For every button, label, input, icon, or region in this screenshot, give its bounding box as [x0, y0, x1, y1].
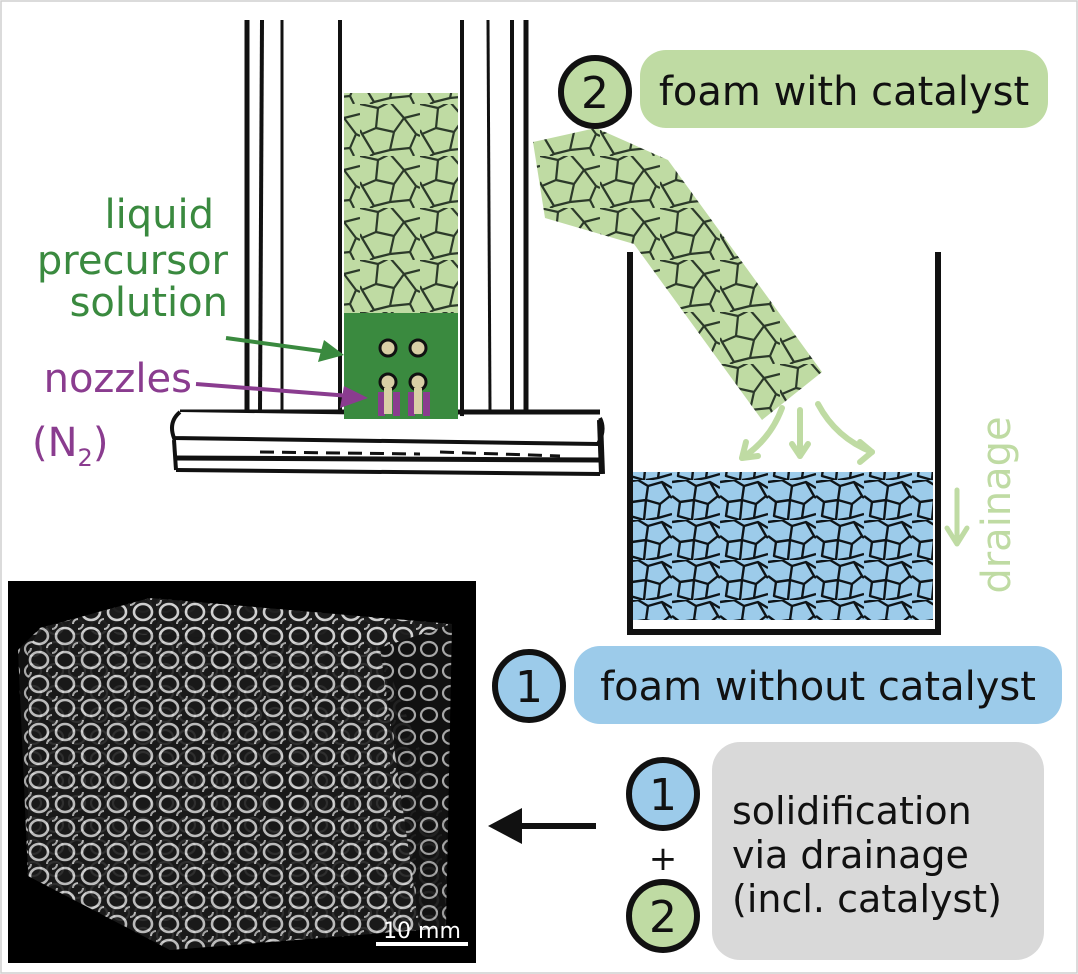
- plus-sign: +: [649, 839, 678, 879]
- scale-bar-label: 10 mm: [383, 919, 461, 944]
- beaker-foam: [633, 472, 933, 620]
- svg-text:1: 1: [515, 662, 543, 713]
- nozzles-pointer-arrow: [195, 382, 368, 408]
- liquid-label-line1: liquid: [105, 192, 214, 238]
- liquid-label-line3: solution: [70, 280, 228, 326]
- result-arrow: [488, 808, 596, 844]
- column-foam: [344, 93, 458, 313]
- badge-2-bottom: 2: [626, 879, 700, 953]
- liquid-label-line2: precursor: [37, 238, 229, 284]
- nozzles-label: nozzles: [44, 356, 192, 402]
- foam-stream: [533, 128, 822, 420]
- scale-bar: 10 mm: [376, 919, 468, 946]
- solidification-line2: via drainage: [732, 833, 969, 877]
- badge-1-middle: 1: [492, 649, 566, 723]
- nozzles: [378, 338, 430, 416]
- svg-text:1: 1: [649, 770, 677, 821]
- foam-without-catalyst-box: [574, 646, 1062, 724]
- drainage-arrow: [944, 487, 970, 547]
- solidification-line1: solidification: [732, 789, 972, 833]
- drainage-label: drainage: [974, 416, 1020, 593]
- foam-with-catalyst-label: foam with catalyst: [659, 69, 1029, 115]
- badge-2-top: 2: [558, 55, 632, 129]
- column-apparatus: [170, 19, 605, 476]
- liquid-pointer-arrow: [225, 336, 344, 362]
- foam-with-catalyst-box: [640, 50, 1048, 128]
- solidification-box: [712, 742, 1044, 960]
- n2-label: (N2): [32, 420, 108, 472]
- solid-foam-image: [8, 581, 476, 963]
- badge-1-bottom: 1: [626, 757, 700, 831]
- solidification-line3: (incl. catalyst): [732, 877, 1002, 921]
- drip-arrows: [739, 401, 875, 465]
- svg-text:2: 2: [649, 892, 677, 943]
- foam-without-catalyst-label: foam without catalyst: [600, 664, 1036, 710]
- liquid-precursor: [344, 313, 458, 419]
- beaker: [627, 252, 941, 635]
- svg-text:2: 2: [581, 68, 609, 119]
